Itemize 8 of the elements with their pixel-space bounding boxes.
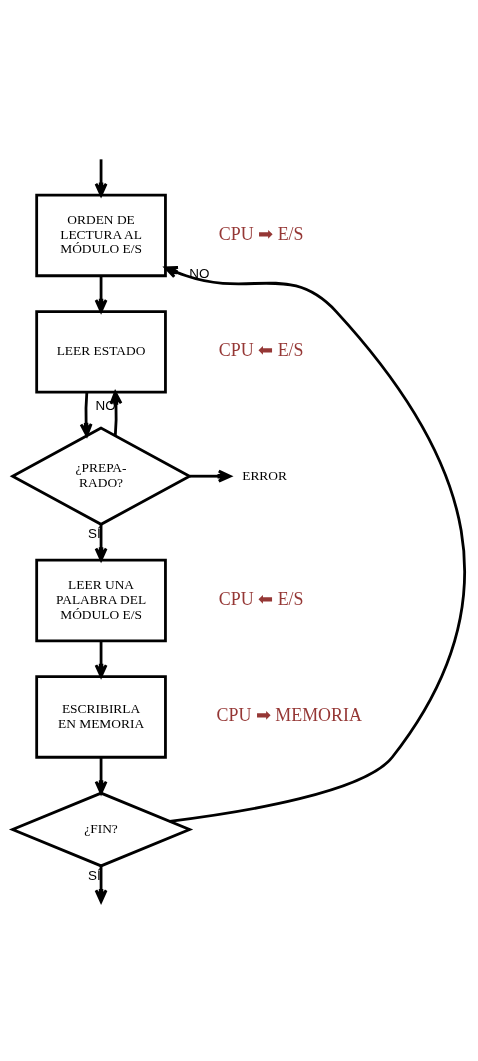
edge-label: SÍ — [88, 526, 101, 542]
edge-label: NO — [189, 265, 210, 281]
node-label: CPU ➡ E/S — [218, 223, 304, 244]
node-label: CPU ⬅ E/S — [218, 340, 304, 361]
node-text: ERROR — [242, 467, 287, 483]
edge-label: SÍ — [88, 868, 101, 884]
node-label: CPU ⬅ E/S — [218, 588, 304, 609]
node-label: CPU ➡ MEMORIA — [216, 705, 362, 726]
